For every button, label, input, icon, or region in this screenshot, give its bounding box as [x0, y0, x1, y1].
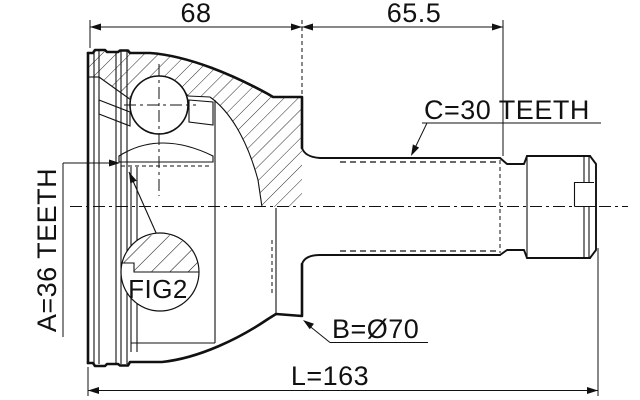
fig2-detail-callout: FIG2 — [120, 171, 200, 312]
dim-length-text: L=163 — [291, 361, 369, 391]
label-body-diameter: B=Ø70 — [303, 314, 428, 344]
body-diameter-arrow — [303, 320, 314, 330]
inner-race-hatch — [118, 142, 214, 163]
outer-spline-arrow — [411, 144, 420, 156]
housing-lower-view — [131, 208, 277, 344]
ball-bearing — [124, 64, 196, 196]
body-diameter-text: B=Ø70 — [332, 314, 419, 344]
inner-spline-text: A=36 TEETH — [32, 168, 62, 332]
cage-section — [98, 99, 214, 127]
label-inner-spline: A=36 TEETH — [32, 159, 120, 337]
fig2-hatch — [122, 234, 199, 272]
inner-race-section — [118, 100, 216, 352]
inner-wall-curve — [209, 96, 263, 208]
cage-wedge-right — [188, 99, 214, 126]
fig2-leader-line — [128, 171, 158, 236]
dimension-68: 68 — [89, 0, 303, 94]
dim-68-text: 68 — [180, 0, 211, 28]
housing-section-hatch — [88, 50, 302, 207]
dimension-length: L=163 — [87, 248, 599, 396]
fig2-label: FIG2 — [128, 274, 188, 304]
housing-outline-top — [86, 48, 304, 150]
shaft-neck-top — [499, 155, 528, 165]
fig2-leader-arrow — [129, 172, 137, 184]
shaft-fillet-bottom — [301, 254, 336, 265]
housing-outline — [86, 48, 304, 368]
label-outer-spline: C=30 TEETH — [411, 95, 601, 156]
inner-spline-arrow — [109, 159, 120, 167]
dimension-65-5: 65.5 — [302, 0, 504, 156]
outer-spline-text: C=30 TEETH — [424, 95, 590, 125]
shaft-neck-bottom — [499, 249, 528, 259]
fig2-groove-profile — [122, 262, 199, 273]
housing-wall-hatch-region — [88, 50, 302, 207]
stub-end-face — [589, 155, 597, 259]
dim-65-5-text: 65.5 — [387, 0, 442, 28]
shaft-fillet-top — [301, 147, 336, 159]
cage-wedge-left — [98, 99, 131, 127]
housing-outline-bottom — [86, 262, 304, 368]
